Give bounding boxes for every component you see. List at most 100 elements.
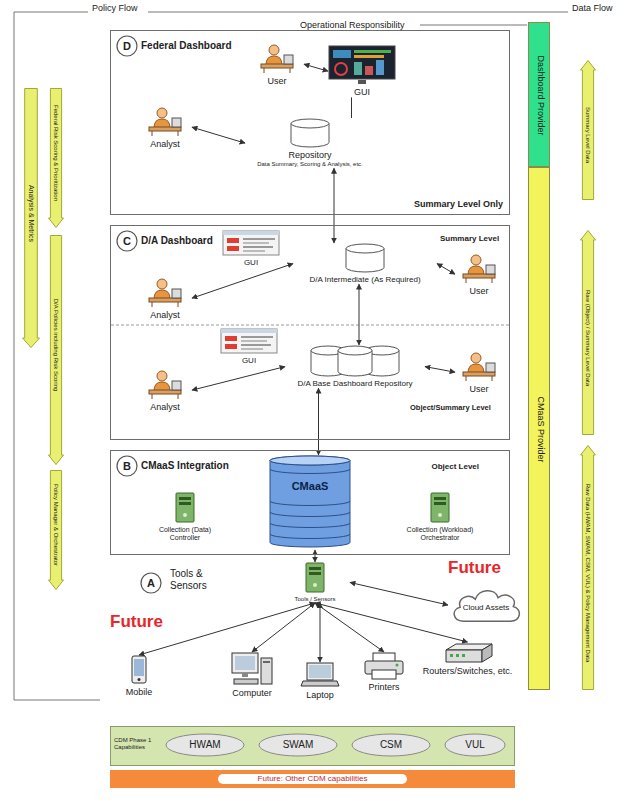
- person-icon: User: [455, 350, 503, 394]
- drawing-part: [149, 127, 181, 131]
- free-label: Data Flow: [572, 3, 613, 13]
- provider-bar: CMaaS Provider: [528, 167, 550, 690]
- drawing-part: [23, 89, 40, 348]
- free-label: Future: [110, 612, 163, 632]
- drawing-part: [183, 513, 187, 517]
- server-icon: Collection (Data) Controller: [148, 492, 222, 542]
- connector: [350, 582, 448, 605]
- gui-screen-art: [220, 328, 278, 354]
- node-name: Printers: [356, 682, 412, 692]
- flow-text: Analysis & Metrics: [28, 184, 35, 241]
- drawing-part: [309, 567, 321, 570]
- free-label: Object/Summary Level: [410, 404, 491, 413]
- database-stack: [268, 455, 352, 550]
- drawing-part: [264, 68, 290, 73]
- drawing-part: [117, 231, 137, 251]
- drawing-part: [223, 231, 279, 255]
- drawing-part: [301, 681, 339, 686]
- drawing-part: [354, 50, 391, 53]
- policy-arrow: D/A Policies including Risk Scoring: [48, 235, 64, 465]
- drawing-part: [463, 372, 495, 376]
- drawing-part: [346, 244, 384, 272]
- policy-bracket: [14, 12, 100, 700]
- drawing-part: [466, 376, 492, 381]
- provider-name: Dashboard Provider: [536, 55, 545, 135]
- drawing-part: [152, 394, 178, 399]
- section-title: Federal Dashboard: [141, 40, 232, 52]
- capability-name: VUL: [465, 739, 484, 751]
- drawing-part: [335, 63, 347, 75]
- drawing-part: [232, 653, 258, 673]
- future-note: Future: Other CDM capabilities: [218, 774, 408, 785]
- drawing-part: [138, 678, 141, 681]
- band-title: CDM Phase 1 Capabilities: [114, 737, 160, 751]
- free-label: Operational Responsibility: [300, 20, 405, 30]
- drawing-part: [117, 36, 137, 56]
- laptop-icon: Laptop: [292, 662, 348, 700]
- level-note: Object Level: [431, 462, 479, 471]
- connector: [315, 603, 468, 642]
- capability-pill: VUL: [444, 733, 506, 757]
- drawing-part: [431, 493, 449, 522]
- drawing-part: [434, 497, 446, 500]
- person-icon: Analyst: [138, 276, 192, 320]
- drawing-part: [149, 390, 181, 394]
- database-name: CMaaS: [268, 480, 352, 493]
- drawing-part: [269, 45, 279, 55]
- drawing-part: [396, 664, 399, 667]
- mobile-icon: Mobile: [114, 655, 164, 697]
- gui-screen: GUI: [222, 230, 280, 267]
- person-icon-art: [145, 276, 185, 308]
- node-name: Repository: [245, 150, 375, 160]
- node-name: GUI: [220, 356, 278, 365]
- node-name: Laptop: [292, 690, 348, 700]
- database-cylinder-art: [310, 345, 400, 377]
- drawing-part: [234, 679, 258, 684]
- section-letter-text: A: [147, 577, 155, 590]
- drawing-part: [309, 572, 321, 575]
- node-name: Collection (Workload) Orchestrator: [398, 526, 482, 542]
- free-label: Future: [448, 558, 501, 578]
- drawing-part: [157, 371, 167, 381]
- drawing-part: [309, 665, 331, 678]
- drawing-part: [354, 62, 362, 75]
- drawing-part: [346, 249, 384, 254]
- flow-text: Policy Manager & Orchestrator: [53, 484, 59, 566]
- section-letter: B: [116, 455, 138, 477]
- provider-bar: Dashboard Provider: [528, 22, 550, 167]
- policy-arrow: Policy Manager & Orchestrator: [48, 470, 64, 590]
- capability-name: CSM: [380, 739, 402, 751]
- gui-screen-art: [222, 230, 280, 256]
- drawing-part: [581, 446, 596, 690]
- drawing-part: [243, 238, 275, 240]
- server-icon: Collection (Workload) Orchestrator: [398, 492, 482, 542]
- data-arrow: Raw (Object) / Summary Level Data: [580, 230, 596, 435]
- drawing-part: [372, 670, 396, 679]
- drawing-part: [243, 250, 265, 252]
- drawing-part: [456, 654, 459, 657]
- gui-screen-art: [328, 45, 396, 85]
- person-icon-art: [459, 252, 499, 284]
- server-icon-art: [173, 492, 197, 524]
- responsibility-line: [420, 25, 527, 26]
- connector: [359, 284, 360, 345]
- connector: [318, 388, 319, 455]
- section-divider: [111, 325, 509, 326]
- person-icon: Analyst: [138, 368, 192, 412]
- drawing-part: [358, 80, 366, 84]
- drawing-part: [313, 583, 317, 587]
- connector: [192, 127, 245, 143]
- drawing-part: [172, 289, 181, 298]
- drawing-part: [354, 55, 384, 58]
- database-cylinder-art: [290, 118, 330, 148]
- connector: [437, 264, 455, 275]
- connector: [139, 603, 315, 655]
- drawing-part: [225, 344, 237, 349]
- drawing-part: [270, 469, 350, 474]
- database-cylinder-art: [345, 243, 385, 273]
- drawing-part: [306, 563, 324, 592]
- router-icon: Routers/Switches, etc.: [420, 642, 515, 676]
- server-icon-art: [303, 562, 327, 594]
- node-name: D/A Intermediate (As Required): [293, 275, 437, 284]
